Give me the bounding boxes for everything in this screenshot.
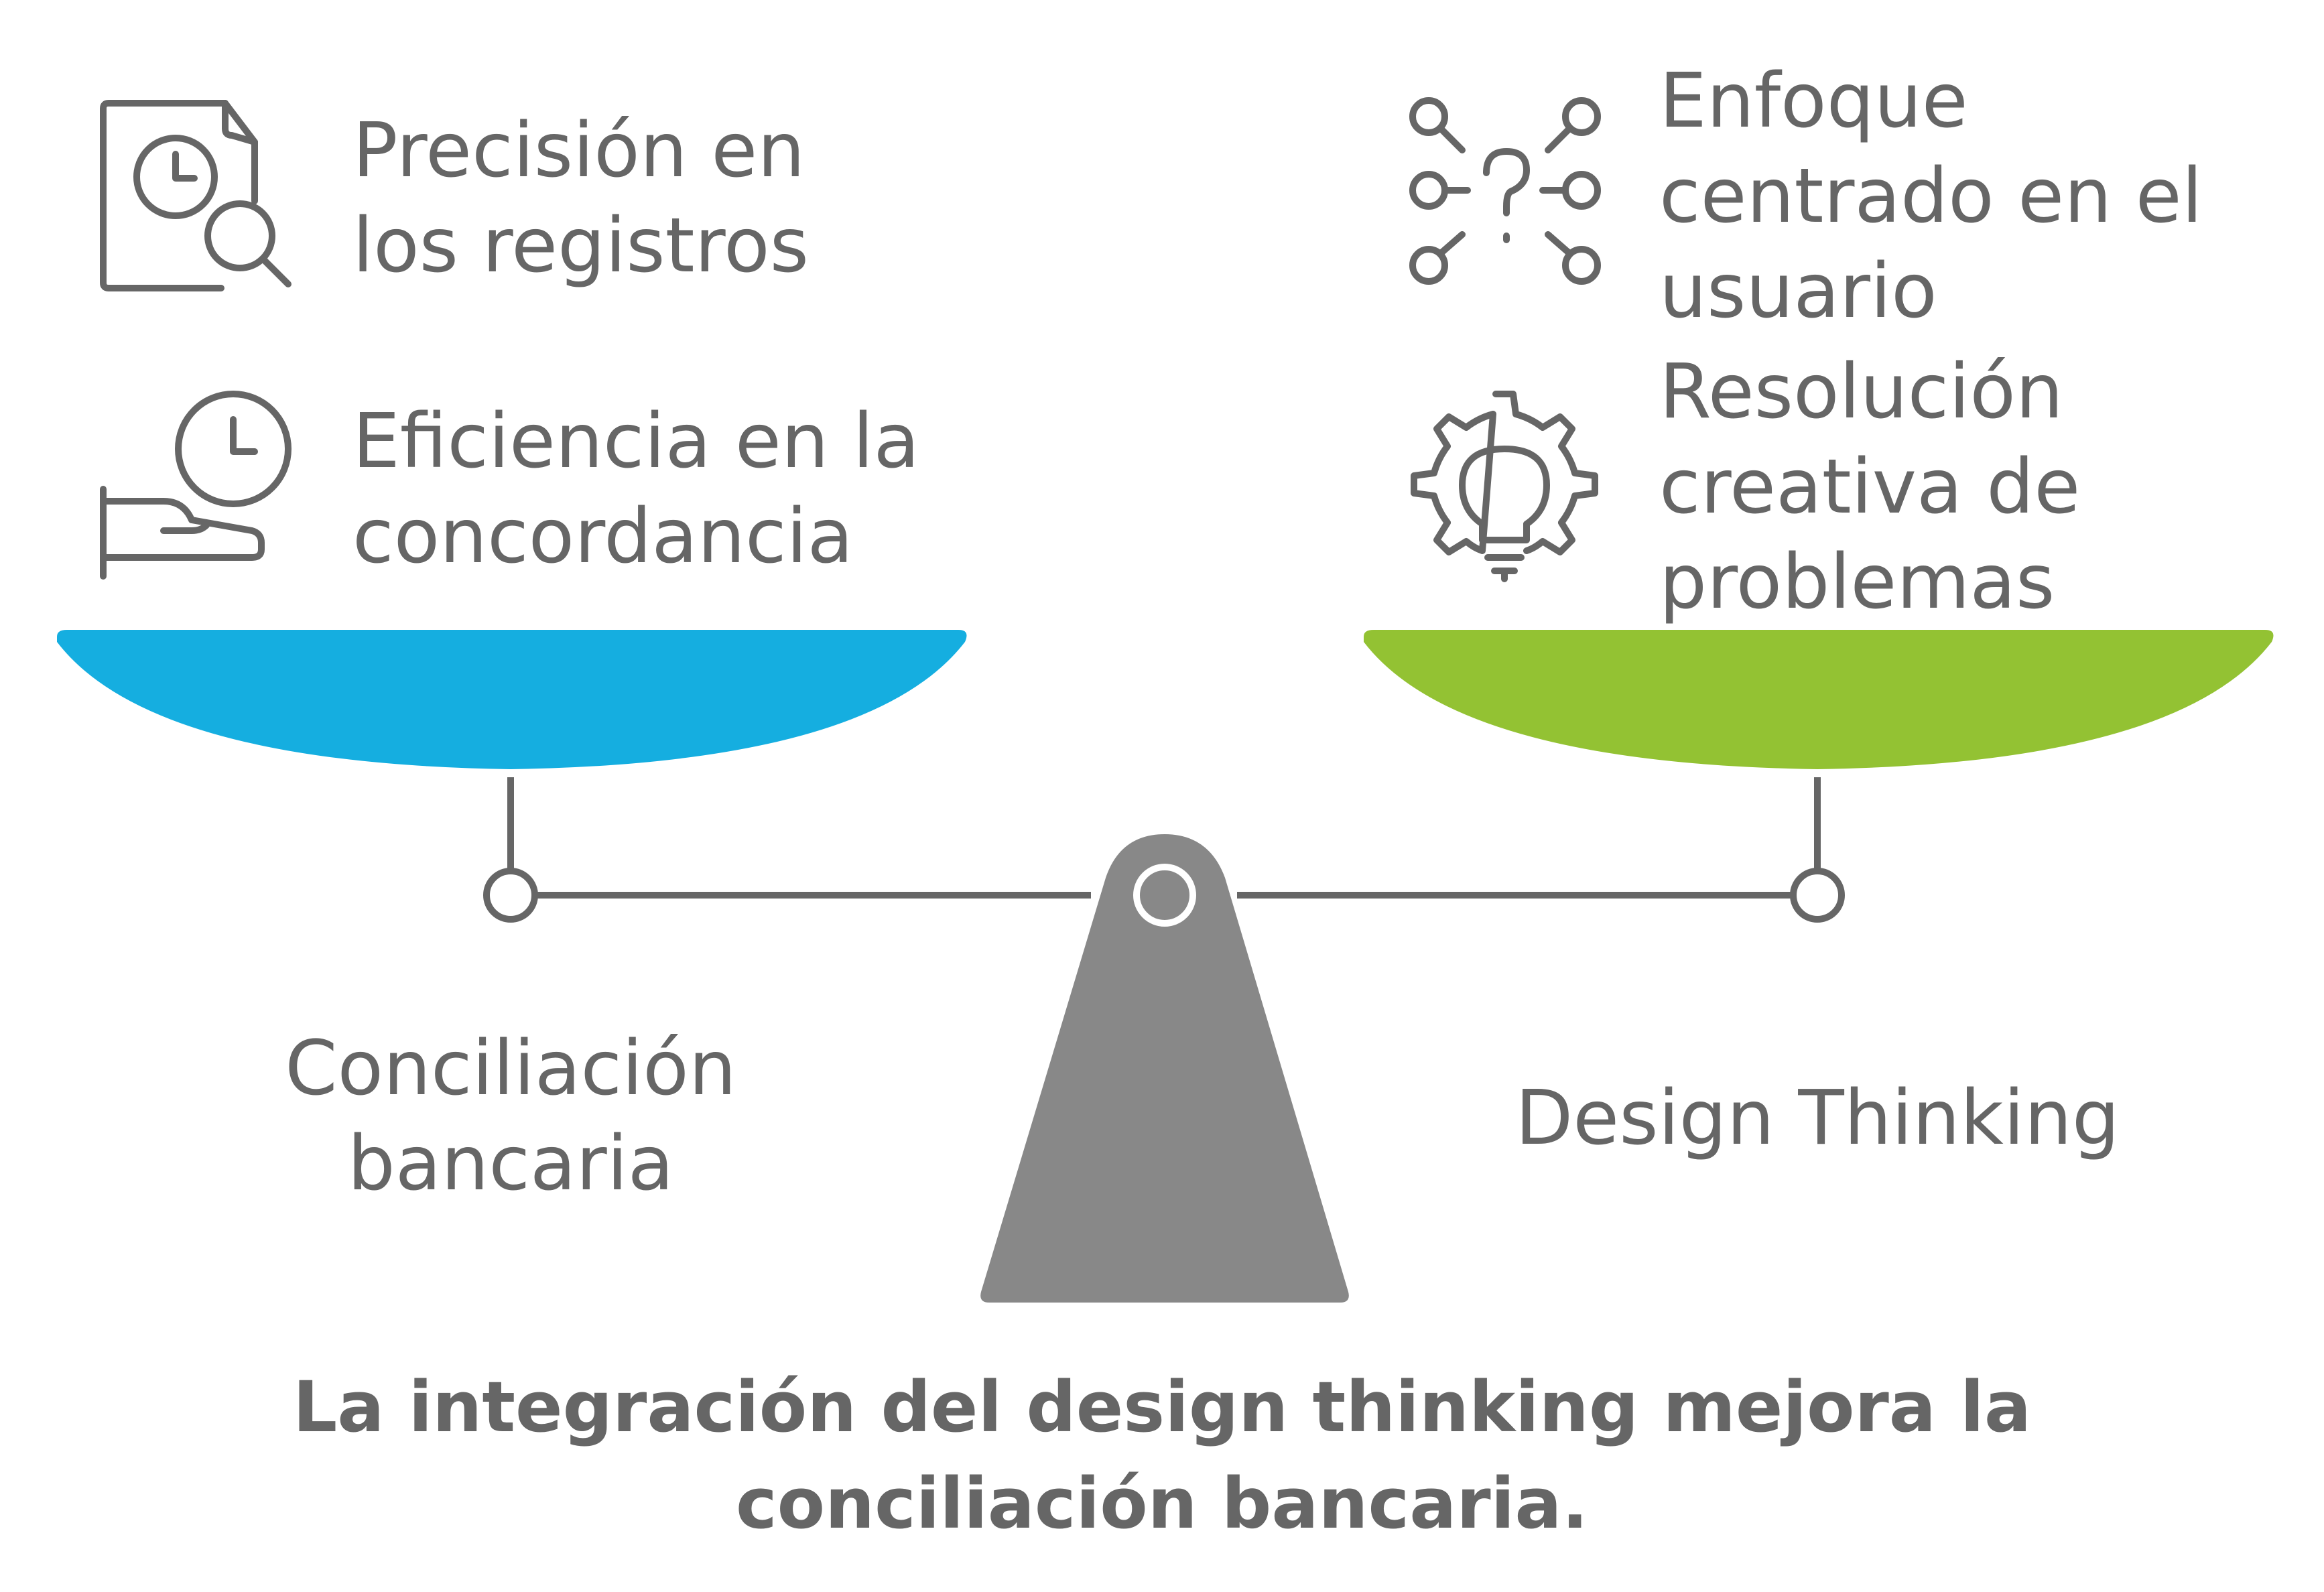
left-item-1-line-2: los registros <box>352 202 810 289</box>
clock-search-document-icon <box>100 100 292 291</box>
right-item-1-line-2: centrado en el <box>1659 153 2203 240</box>
conclusion-text: La integración del design thinking mejor… <box>0 1359 2324 1552</box>
right-label-line-1: Design Thinking <box>1515 1075 2120 1162</box>
left-label-line-1: Conciliación <box>285 1025 736 1112</box>
right-pivot <box>1790 868 1845 923</box>
left-item-1-text: Precisión en los registros <box>352 103 809 293</box>
network-question-icon <box>1409 97 1601 285</box>
right-label: Design Thinking <box>1449 1071 2186 1166</box>
clock-hand-icon <box>100 391 292 580</box>
right-item-2-line-2: creativa de <box>1659 444 2081 531</box>
left-label: Conciliación bancaria <box>176 1021 846 1211</box>
left-item-2-line-2: concordancia <box>352 493 854 580</box>
conclusion-line-1: La integración del design thinking mejor… <box>292 1366 2031 1448</box>
right-item-1-line-1: Enfoque <box>1659 58 1968 145</box>
right-item-2-text: Resolución creativa de problemas <box>1659 344 2080 630</box>
left-item-2-line-1: Eficiencia en la <box>352 398 920 485</box>
right-item-1-text: Enfoque centrado en el usuario <box>1659 54 2203 339</box>
left-item-1-line-1: Precisión en <box>352 107 805 194</box>
right-item-2-line-3: problemas <box>1659 539 2055 626</box>
left-item-2-text: Eficiencia en la concordancia <box>352 394 919 584</box>
left-label-line-2: bancaria <box>347 1120 674 1207</box>
right-item-1-line-3: usuario <box>1659 248 1937 335</box>
right-pan <box>1364 630 2274 769</box>
conclusion-line-2: conciliación bancaria. <box>735 1463 1589 1544</box>
gear-lightbulb-icon <box>1411 391 1598 582</box>
fulcrum <box>980 834 1349 1303</box>
left-pan <box>57 630 967 769</box>
right-item-2-line-1: Resolución <box>1659 348 2063 436</box>
left-pivot <box>483 868 538 923</box>
fulcrum-pivot <box>1133 864 1196 927</box>
